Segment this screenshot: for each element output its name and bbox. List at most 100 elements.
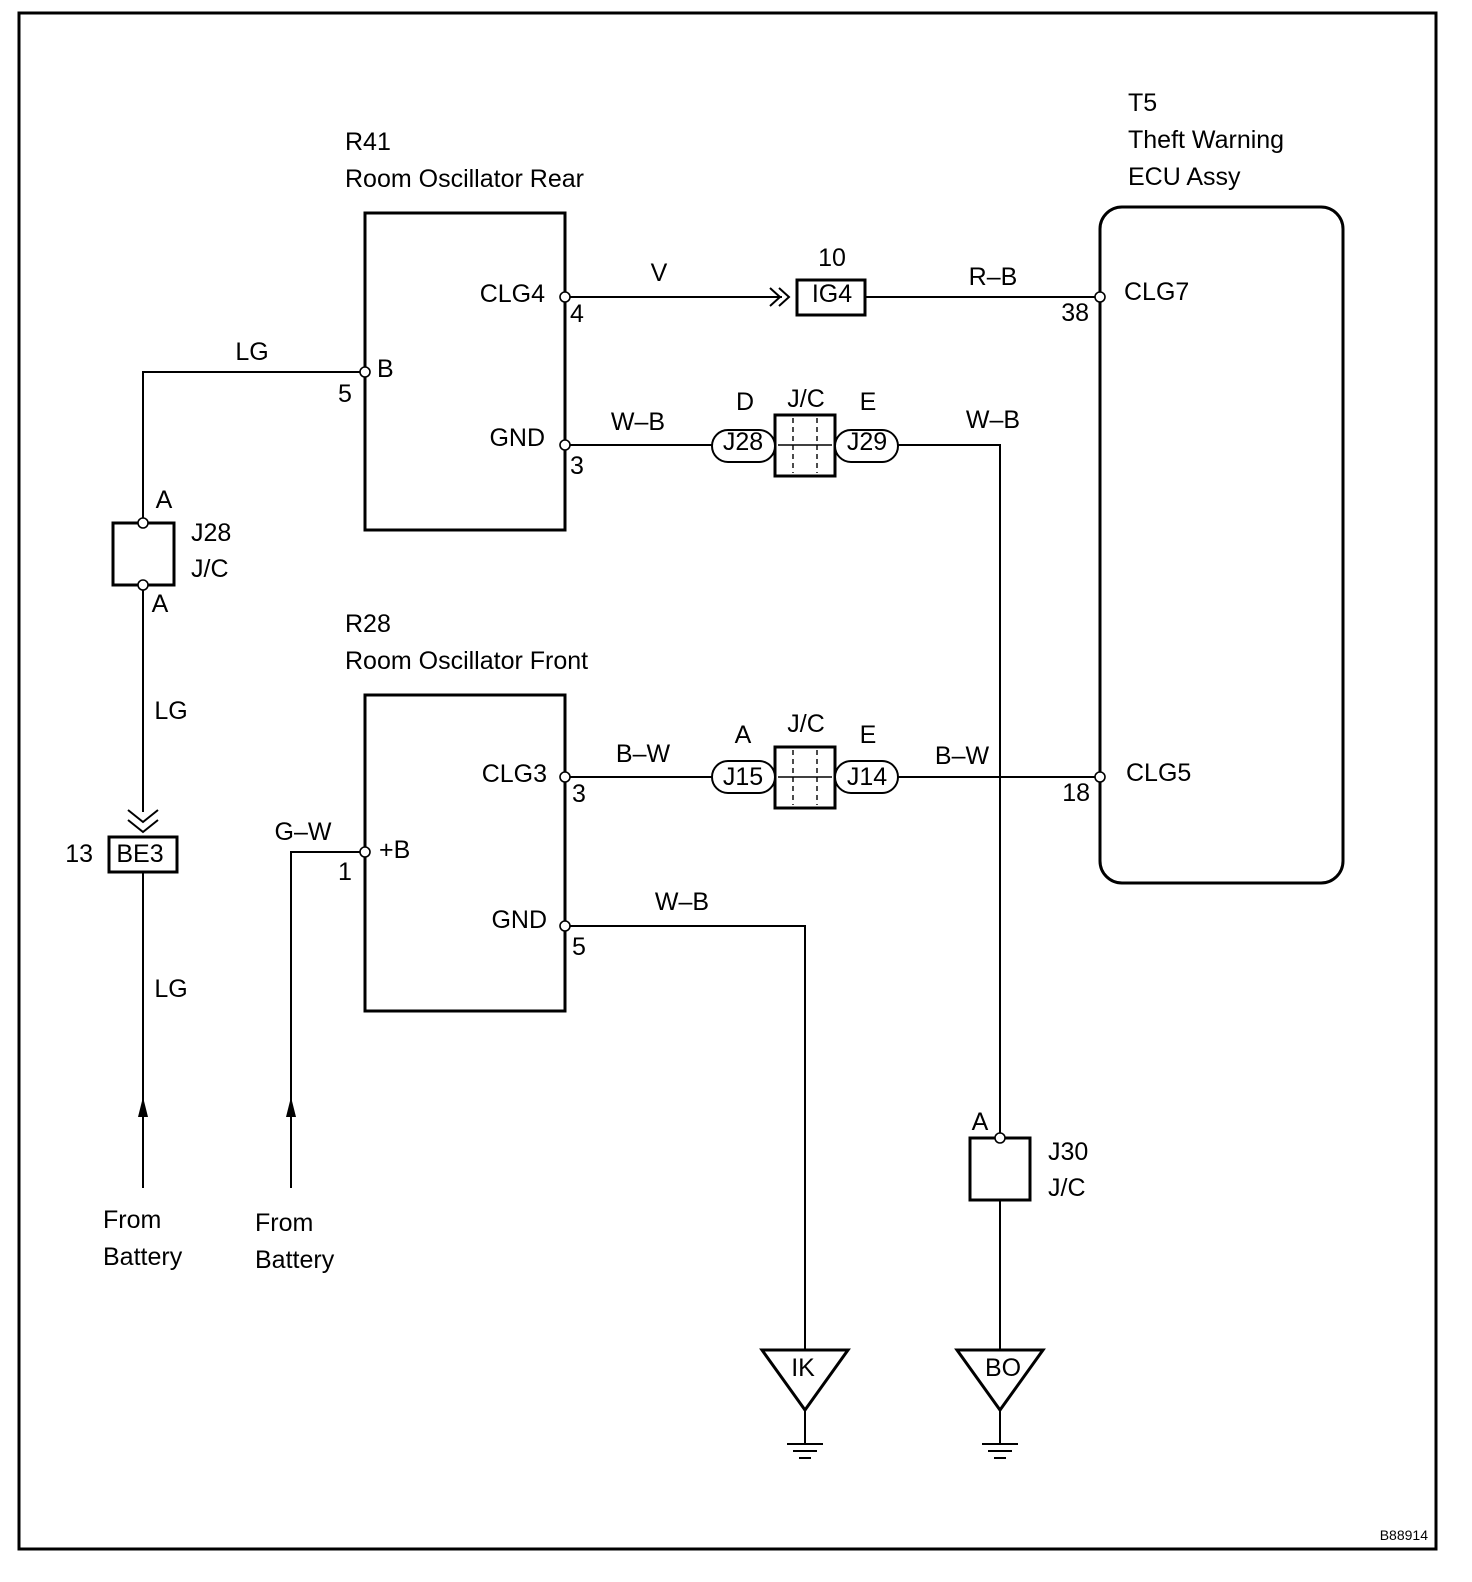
r41-name: Room Oscillator Rear (345, 165, 584, 193)
be3-connector: BE3 13 LG (65, 809, 188, 1003)
t5-pin-clg7-label: CLG7 (1124, 278, 1189, 306)
battery-2-line2: Battery (255, 1246, 335, 1274)
jc-lower-right-pin: E (860, 721, 877, 749)
ground-ik-label: IK (791, 1354, 815, 1382)
t5-pin-clg5-number: 18 (1062, 779, 1090, 807)
battery-1-line2: Battery (103, 1243, 183, 1271)
r28-pin-b-number: 1 (338, 858, 352, 886)
wire-bw-left-label: B–W (616, 740, 671, 768)
r41-pin-gnd (559, 439, 571, 451)
ig4-label: IG4 (812, 280, 852, 308)
r41-pin-b-number: 5 (338, 380, 352, 408)
j28-jc-pin-top (137, 517, 149, 529)
r28-name: Room Oscillator Front (345, 647, 588, 675)
jc-upper-title: J/C (787, 385, 825, 413)
t5-code: T5 (1128, 89, 1157, 117)
wire-lg-bottom-label: LG (154, 975, 187, 1003)
j30-jc-pin-label: A (972, 1108, 989, 1136)
r28-body (363, 693, 567, 1013)
j30-jc-type: J/C (1048, 1174, 1086, 1202)
t5-pin-clg7-number: 38 (1061, 299, 1089, 327)
t5-theft-warning-ecu: T5 Theft Warning ECU Assy CLG7 38 CLG5 1… (1061, 89, 1345, 885)
wire-gw (290, 851, 365, 1188)
be3-body (107, 835, 179, 874)
j28-jc-code: J28 (191, 519, 231, 547)
r28-pin-b-label: +B (379, 836, 410, 864)
ground-bo: BO (954, 1348, 1046, 1459)
battery-source-2: From Battery G–W (255, 818, 335, 1274)
t5-body (1098, 205, 1345, 885)
jc-upper-left-pin: D (736, 388, 754, 416)
ground-ik-triangle (759, 1348, 851, 1413)
ig4-body (795, 278, 867, 317)
r28-pin-clg3-label: CLG3 (482, 760, 547, 788)
j30-junction-connector: A J30 J/C (968, 1108, 1088, 1202)
ig4-connector: IG4 10 V R–B (651, 244, 1018, 317)
battery-arrow-2 (286, 1097, 296, 1117)
ground-bo-label: BO (985, 1354, 1021, 1382)
wire-v-label: V (651, 259, 668, 287)
j28-jc-pin-bottom (137, 579, 149, 591)
r41-code: R41 (345, 128, 391, 156)
t5-pin-clg5-label: CLG5 (1126, 759, 1191, 787)
r28-room-oscillator-front: R28 Room Oscillator Front CLG3 3 +B 1 GN… (338, 610, 588, 1013)
r28-pin-clg3 (559, 771, 571, 783)
wire-bw-right-label: B–W (935, 742, 990, 770)
jc-lower-right-plug (834, 760, 899, 794)
r41-pin-clg4 (559, 291, 571, 303)
wire-wb-r41-right (898, 444, 1001, 1138)
t5-pin-clg7 (1094, 291, 1106, 303)
battery-arrow-1 (138, 1097, 148, 1117)
ig4-chevron-outer (769, 287, 782, 307)
r28-pin-gnd (559, 920, 571, 932)
jc-lower-title: J/C (787, 710, 825, 738)
be3-chevron-outer (127, 809, 159, 824)
r41-pin-clg4-number: 4 (570, 300, 584, 328)
jc-upper: J28 J29 J/C D E W–B W–B (611, 385, 1020, 478)
j30-jc-code: J30 (1048, 1138, 1088, 1166)
r41-pin-b (359, 366, 371, 378)
j28-jc-bottom-pin-label: A (152, 590, 169, 618)
r28-pin-plus-b (359, 846, 371, 858)
j28-jc-body (111, 521, 176, 587)
jc-upper-left-label: J28 (723, 428, 763, 456)
be3-label: BE3 (116, 840, 163, 868)
diagram-frame (17, 11, 1438, 1551)
r28-pin-gnd-number: 5 (572, 933, 586, 961)
ig4-pin: 10 (818, 244, 846, 272)
r41-pin-clg4-label: CLG4 (480, 280, 545, 308)
be3-pin: 13 (65, 840, 93, 868)
ground-ik: IK (759, 1348, 851, 1459)
wire-wb-r28 (566, 925, 806, 1350)
r41-pin-gnd-label: GND (489, 424, 545, 452)
wire-gw-label: G–W (275, 818, 332, 846)
battery-2-line1: From (255, 1209, 313, 1237)
wire-lg-top-label: LG (235, 338, 268, 366)
jc-lower-left-pin: A (735, 721, 752, 749)
jc-upper-right-plug (834, 429, 899, 463)
wire-wb-r41-right-label: W–B (966, 406, 1020, 434)
be3-chevron-inner (127, 819, 159, 834)
t5-name-line1: Theft Warning (1128, 126, 1284, 154)
ground-bo-triangle (954, 1348, 1046, 1413)
jc-upper-left-plug (711, 429, 776, 463)
wire-wb-r41-left-label: W–B (611, 408, 665, 436)
r28-pin-clg3-number: 3 (572, 780, 586, 808)
wire-rb-label: R–B (969, 263, 1018, 291)
j28-jc-top-pin-label: A (156, 486, 173, 514)
j30-jc-body (968, 1136, 1032, 1202)
r41-pin-b-label: B (377, 355, 394, 383)
j28-jc-type: J/C (191, 555, 229, 583)
j30-jc-pin (994, 1132, 1006, 1144)
r41-body (363, 211, 567, 532)
jc-lower: J15 J14 J/C A E B–W B–W (616, 710, 990, 810)
j28-junction-connector: A A J28 J/C LG LG (111, 338, 269, 725)
r28-pin-gnd-label: GND (491, 906, 547, 934)
jc-upper-right-label: J29 (847, 428, 887, 456)
ig4-chevron-inner (778, 287, 791, 307)
wire-lg-mid-label: LG (154, 697, 187, 725)
battery-source-1: From Battery (103, 1097, 183, 1271)
jc-lower-right-label: J14 (847, 763, 887, 791)
wires (142, 296, 1100, 1350)
